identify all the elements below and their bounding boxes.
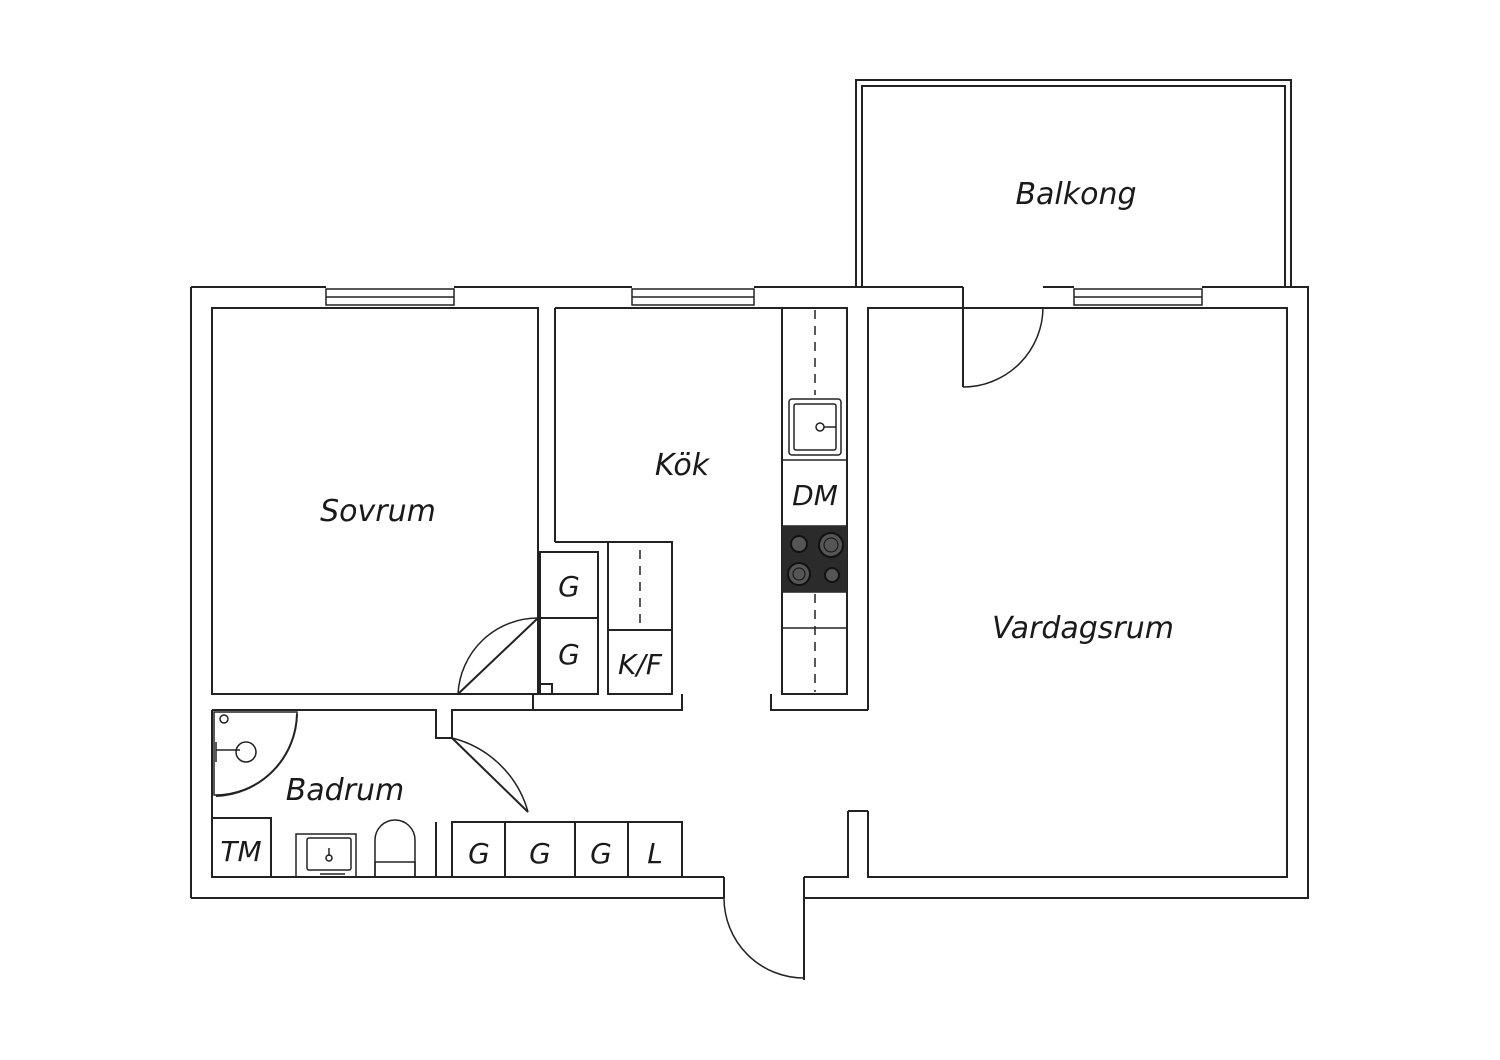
bathroom-label: Badrum	[286, 773, 405, 808]
living-room-label: Vardagsrum	[992, 611, 1174, 646]
bedroom-door	[457, 617, 539, 695]
balcony-label: Balkong	[1015, 177, 1136, 212]
washing-machine	[211, 817, 272, 878]
entrance-door	[723, 877, 805, 980]
washing-machine-label: TM	[220, 835, 261, 868]
hall-wardrobe-3-label: G	[590, 837, 612, 870]
stove-icon	[782, 526, 847, 592]
hall-wardrobe-2-label: G	[529, 837, 551, 870]
kitchen-wardrobes	[532, 551, 683, 711]
kitchen-wardrobe-top-label: G	[558, 570, 580, 603]
window-kitchen	[631, 286, 755, 308]
bathroom-door	[451, 737, 529, 813]
toilet-icon	[374, 819, 416, 878]
bathroom-sink-icon	[295, 833, 357, 878]
kitchen-wardrobe-bottom-label: G	[558, 638, 580, 671]
shower-icon	[213, 711, 298, 797]
hall-wardrobe-1-label: G	[468, 837, 490, 870]
dishwasher-label: DM	[792, 479, 838, 512]
kitchen-label: Kök	[655, 448, 711, 483]
hall-linen-label: L	[647, 837, 663, 870]
kitchen-sink-icon	[788, 398, 842, 456]
living-room	[804, 307, 1288, 878]
fridge-freezer-label: K/F	[618, 648, 663, 681]
fridge-freezer	[607, 541, 673, 695]
balcony-door	[962, 285, 1044, 388]
bedroom-label: Sovrum	[320, 494, 436, 529]
hallway-wardrobes	[436, 821, 724, 878]
window-living-room	[1073, 286, 1203, 308]
window-bedroom	[325, 286, 455, 308]
kitchen	[554, 307, 782, 543]
bedroom	[211, 307, 539, 695]
